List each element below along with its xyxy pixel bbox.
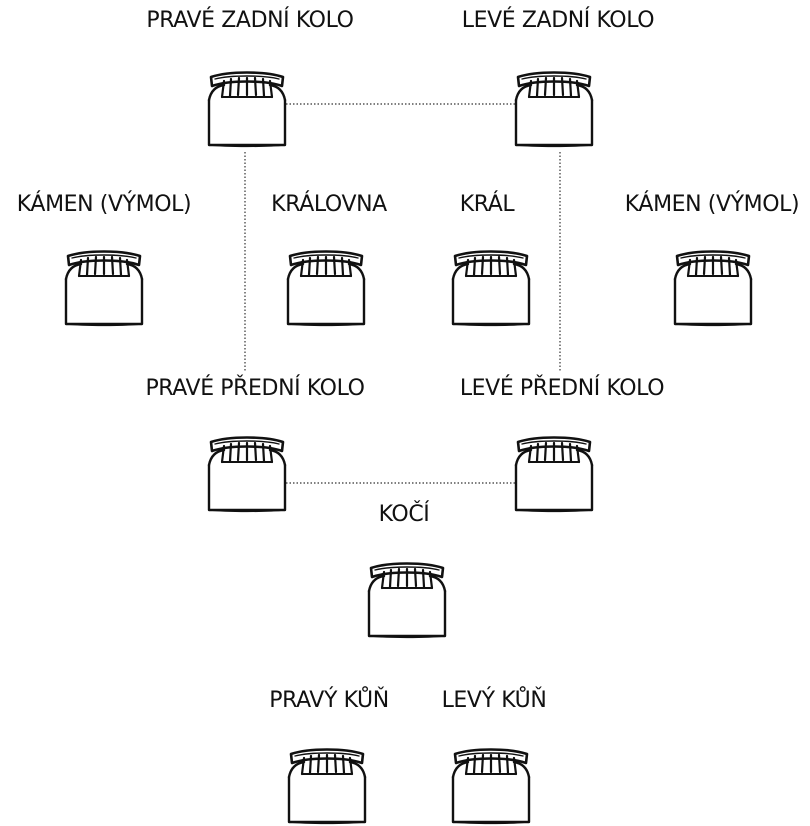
seat-label: LEVÉ PŘEDNÍ KOLO <box>459 376 665 401</box>
chair-icon <box>287 727 367 825</box>
seat-label: KÁMEN (VÝMOL) <box>16 192 192 217</box>
chair-icon <box>451 229 531 327</box>
seat-label: KRÁL <box>459 192 515 217</box>
seat-label: PRAVÝ KŮŇ <box>269 688 389 713</box>
chair-icon <box>514 415 594 513</box>
chair-icon <box>514 50 594 148</box>
seat-label: PRAVÉ PŘEDNÍ KOLO <box>145 376 365 401</box>
chair-icon <box>367 541 447 639</box>
chair-icon <box>451 727 531 825</box>
chair-icon <box>286 229 366 327</box>
seat-label: LEVÉ ZADNÍ KOLO <box>461 8 655 33</box>
chair-icon <box>207 415 287 513</box>
seat-label: KRÁLOVNA <box>271 192 387 217</box>
seat-label: LEVÝ KŮŇ <box>441 688 547 713</box>
seat-label: PRAVÉ ZADNÍ KOLO <box>146 8 354 33</box>
seat-label: KÁMEN (VÝMOL) <box>624 192 800 217</box>
chair-icon <box>673 229 753 327</box>
chair-icon <box>64 229 144 327</box>
chair-icon <box>207 50 287 148</box>
seat-label: KOČÍ <box>378 502 430 527</box>
